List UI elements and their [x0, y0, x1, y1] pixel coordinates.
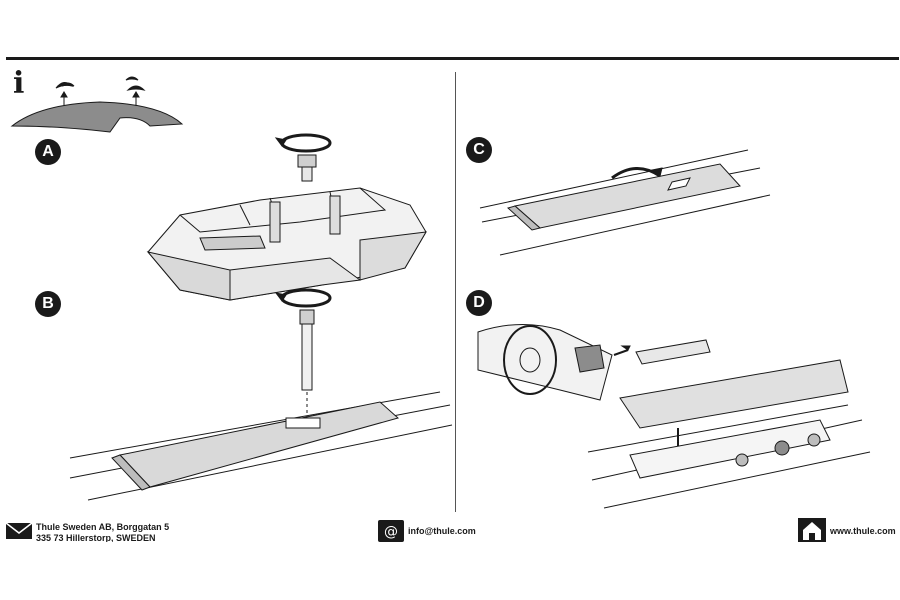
at-sign-icon: @	[378, 520, 404, 542]
panel-divider	[455, 72, 456, 512]
contact-email[interactable]: info@thule.com	[408, 526, 476, 536]
company-address: Thule Sweden AB, Borggatan 5 335 73 Hill…	[36, 522, 216, 542]
step-c-badge: C	[466, 137, 492, 163]
header-rule	[6, 57, 899, 60]
roof-profile-illustration	[10, 76, 184, 133]
step-b-badge: B	[35, 291, 61, 317]
address-line-2: 335 73 Hillerstorp, SWEDEN	[36, 533, 156, 542]
svg-text:@: @	[384, 524, 398, 540]
step-a-badge: A	[35, 139, 61, 165]
envelope-icon	[5, 522, 33, 539]
website-link[interactable]: www.thule.com	[830, 526, 896, 536]
car-interior-illustration	[477, 324, 871, 509]
house-icon	[798, 518, 826, 542]
rail-cover-illustration	[479, 149, 771, 256]
address-line-1: Thule Sweden AB, Borggatan 5	[36, 522, 170, 532]
info-icon: i	[13, 66, 25, 101]
step-d-badge: D	[466, 290, 492, 316]
foot-assembly-illustration	[69, 133, 453, 501]
